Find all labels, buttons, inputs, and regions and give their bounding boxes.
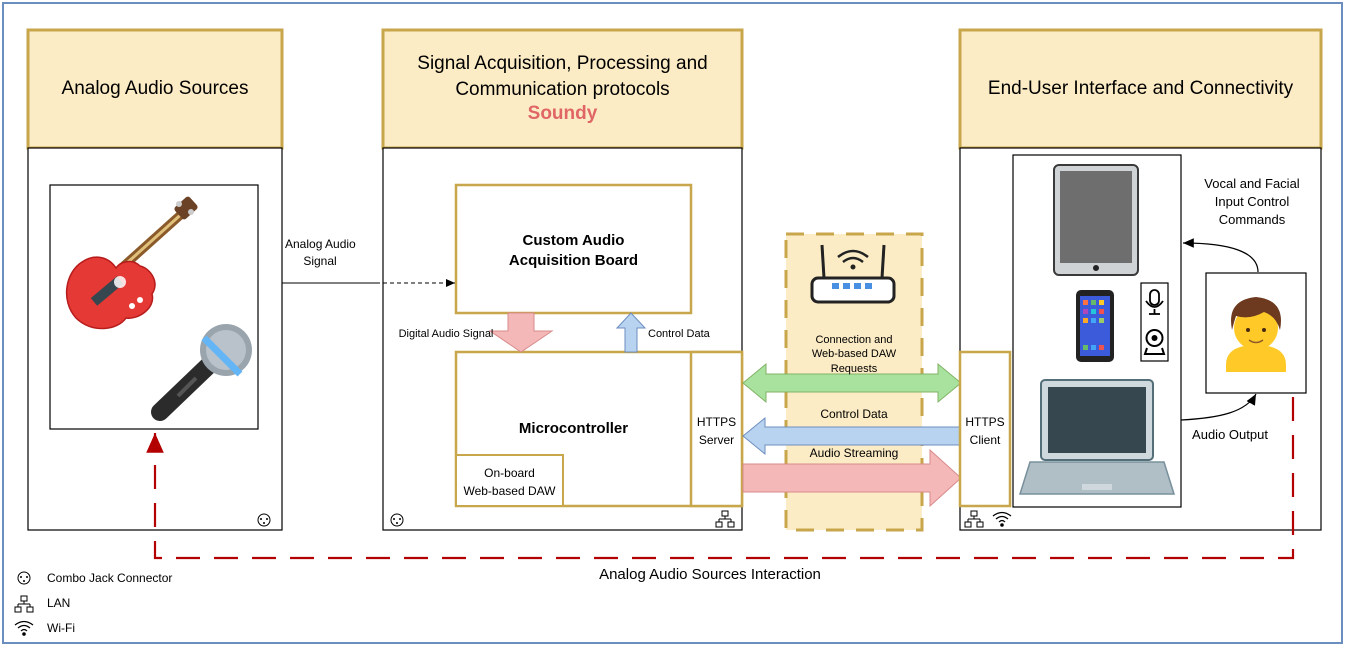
https-client-line1: HTTPS: [965, 415, 1005, 429]
digital-audio-label: Digital Audio Signal: [398, 328, 494, 340]
custom-board-line2: Acquisition Board: [508, 252, 639, 270]
instruments-box: [49, 184, 259, 430]
connection-line3: Requests: [830, 362, 878, 375]
lan-icon: [964, 510, 984, 528]
lan-icon: [715, 510, 735, 528]
vocal-line3: Commands: [1218, 212, 1286, 228]
mic-small-icon: [1145, 289, 1164, 315]
audio-output-label: Audio Output: [1192, 427, 1268, 442]
analog-signal-line2: Signal: [303, 254, 337, 269]
custom-board-box: [454, 183, 693, 315]
control-data-up-label: Control Data: [648, 328, 710, 340]
https-client-label: HTTPS Client: [960, 413, 1010, 449]
signal-section-title: Signal Acquisition, Processing and Commu…: [383, 30, 742, 148]
vocal-commands-label: Vocal and Facial Input Control Commands: [1188, 175, 1316, 230]
tablet-icon: [1053, 164, 1139, 276]
soundy-subtitle: Soundy: [527, 102, 598, 124]
legend-combo-jack-label: Combo Jack Connector: [47, 571, 173, 585]
control-data-left-label: Control Data: [820, 407, 888, 421]
interaction-line: [146, 397, 1295, 560]
analog-signal-line1: Analog Audio: [285, 237, 356, 251]
analog-section-title: Analog Audio Sources: [28, 30, 282, 148]
legend-wifi-label: Wi-Fi: [47, 621, 75, 635]
https-server-box: [689, 350, 744, 508]
vocal-line2: Input Control: [1214, 194, 1290, 210]
phone-icon: [1076, 290, 1114, 362]
vocal-line1: Vocal and Facial: [1204, 176, 1300, 191]
audio-streaming-label: Audio Streaming: [809, 446, 899, 460]
connection-label: Connection and Web-based DAW Requests: [786, 333, 922, 376]
combo-jack-icon: [257, 513, 271, 527]
digital-audio-arrow: [488, 312, 554, 353]
microphone-icon: [151, 324, 252, 421]
microcontroller-label: Microcontroller: [518, 420, 629, 437]
legend-wifi-icon: [14, 620, 34, 636]
legend-lan-label: LAN: [47, 596, 71, 610]
custom-board-label: Custom Audio Acquisition Board: [456, 232, 691, 270]
person-icon: [1226, 297, 1286, 372]
signal-section-header: [381, 28, 744, 150]
combo-jack-icon: [390, 513, 404, 527]
control-data-up-arrow: [615, 312, 647, 353]
daw-line1: On-board: [484, 466, 535, 480]
https-server-line1: HTTPS: [696, 415, 737, 429]
daw-line2: Web-based DAW: [463, 484, 556, 498]
audio-output-arrow: [1180, 393, 1257, 421]
custom-board-line1: Custom Audio: [522, 232, 625, 249]
legend-combo-jack-icon: [17, 571, 31, 585]
connection-line2: Web-based DAW: [811, 348, 897, 361]
legend-lan-icon: [14, 595, 34, 613]
analog-title-text: Analog Audio Sources: [61, 78, 249, 100]
daw-box: [455, 454, 564, 507]
https-client-box: [958, 350, 1012, 508]
signal-title-line2: Communication protocols: [455, 79, 670, 101]
interaction-label: Analog Audio Sources Interaction: [599, 566, 821, 583]
audio-streaming-arrow: [742, 448, 962, 508]
wifi-icon: [992, 511, 1012, 527]
sensor-box: [1140, 282, 1169, 362]
enduser-title-text: End-User Interface and Connectivity: [987, 78, 1294, 100]
enduser-section-title: End-User Interface and Connectivity: [960, 30, 1321, 148]
analog-signal-label: Analog Audio Signal: [285, 236, 356, 271]
signal-title-line1: Signal Acquisition, Processing and: [417, 53, 708, 75]
vocal-command-arrow: [1182, 238, 1259, 273]
webcam-icon: [1143, 329, 1166, 355]
connection-line1: Connection and: [815, 334, 893, 346]
router-icon: [810, 244, 896, 304]
laptop-icon: [1018, 379, 1176, 495]
guitar-icon: [65, 196, 198, 330]
https-server-line2: Server: [698, 433, 735, 447]
https-client-line2: Client: [969, 433, 1001, 447]
https-server-label: HTTPS Server: [691, 413, 742, 449]
daw-label: On-board Web-based DAW: [456, 464, 563, 500]
